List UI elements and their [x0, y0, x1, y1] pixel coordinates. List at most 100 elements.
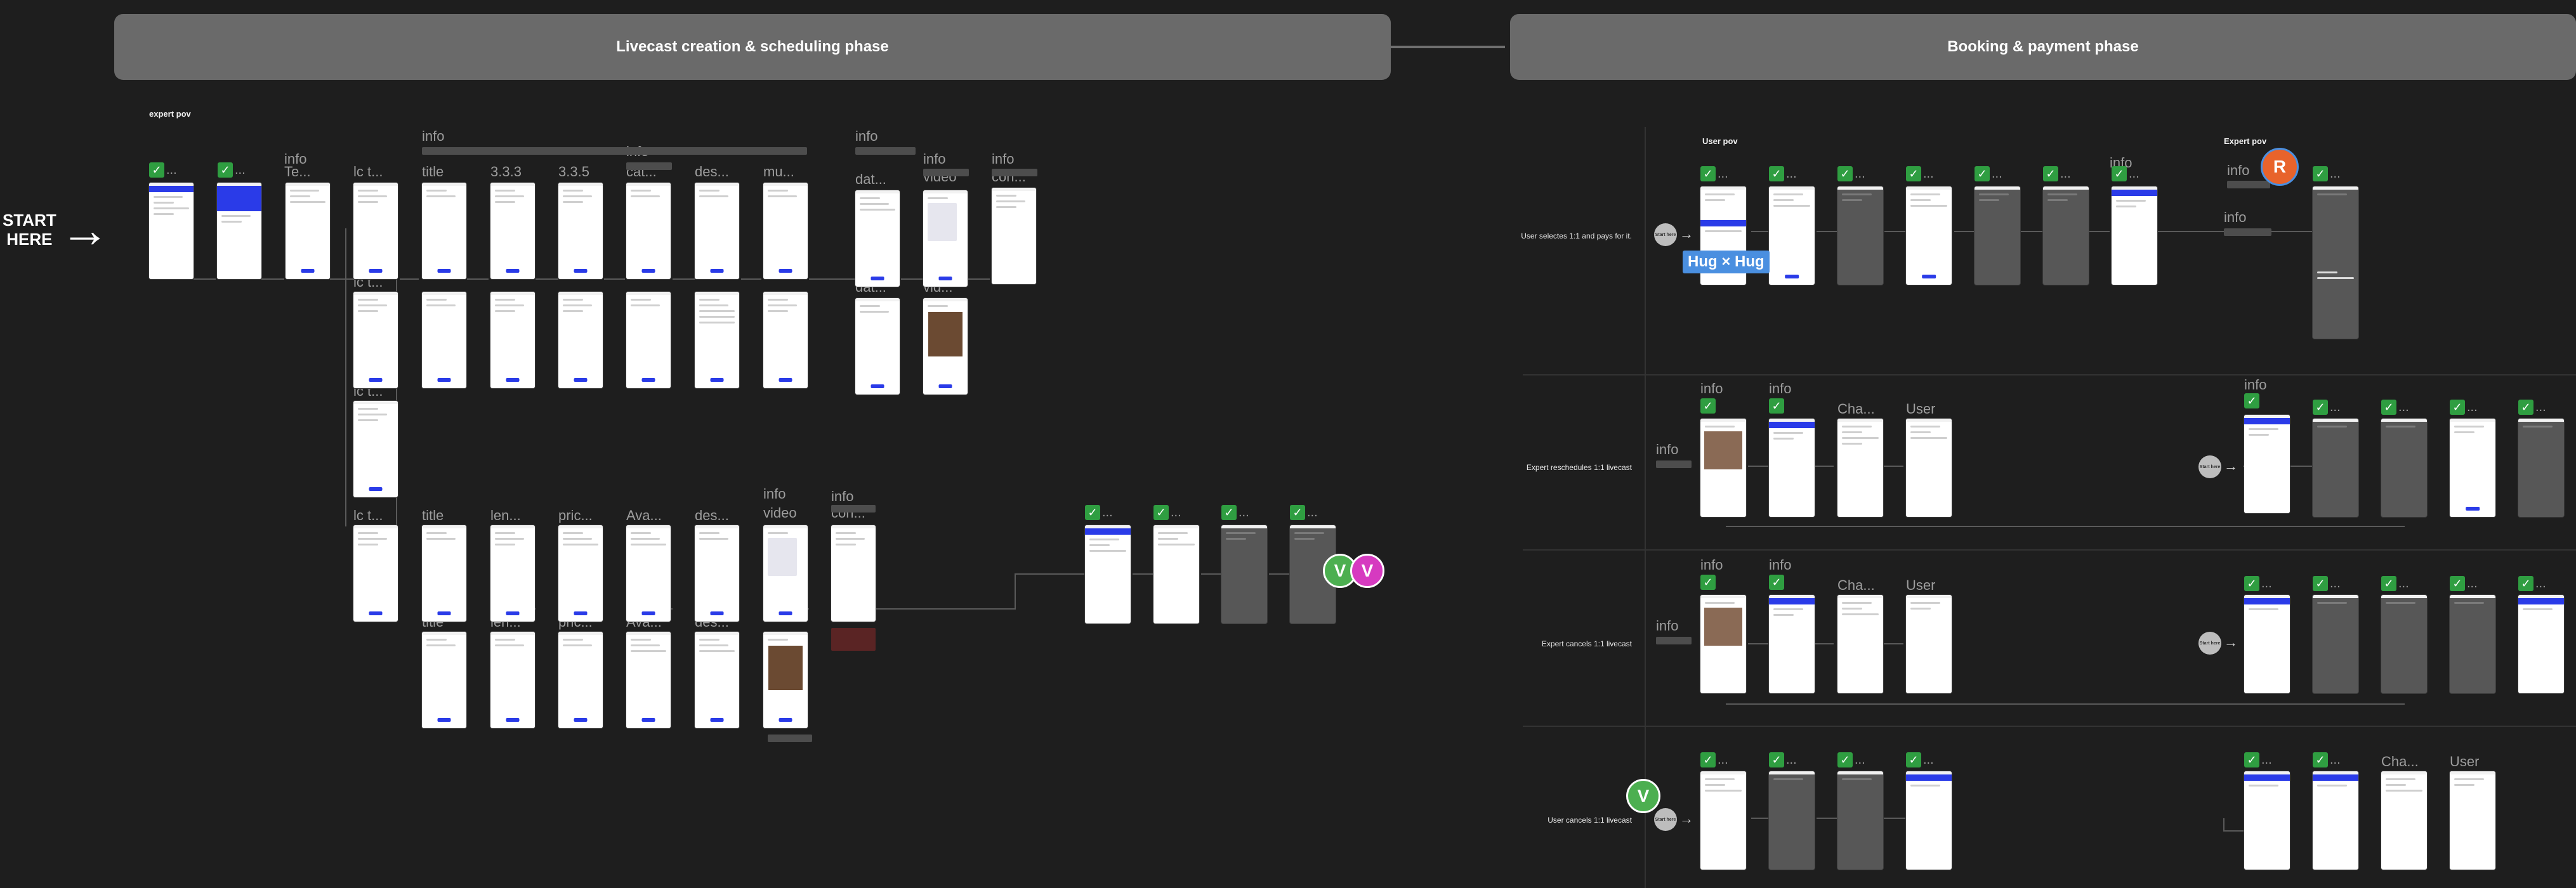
- phone-frame[interactable]: [2313, 771, 2358, 870]
- approved-check: ✓...: [1906, 166, 1934, 181]
- check-icon: ✓: [2244, 576, 2259, 591]
- phone-frame[interactable]: [2313, 595, 2358, 693]
- phone-frame[interactable]: [2518, 595, 2564, 693]
- frame-title: ...: [2330, 752, 2341, 767]
- phone-frame[interactable]: [695, 183, 739, 279]
- frame-title: info: [763, 486, 786, 502]
- approved-check: ✓...: [1837, 166, 1865, 181]
- start-node[interactable]: Start here: [1654, 808, 1693, 831]
- phone-frame[interactable]: [1906, 419, 1952, 517]
- collaborator-avatar[interactable]: V: [1626, 779, 1660, 813]
- frame-title: info: [1700, 557, 1723, 573]
- phone-frame[interactable]: [490, 525, 535, 622]
- frame-title: ...: [2261, 752, 2272, 767]
- phone-frame[interactable]: [2450, 595, 2495, 693]
- phone-frame[interactable]: [2112, 186, 2157, 285]
- phone-frame[interactable]: [2450, 419, 2495, 517]
- phone-frame[interactable]: [695, 525, 739, 622]
- approved-check: ✓...: [2043, 166, 2071, 181]
- phase-bar-creation[interactable]: Livecast creation & scheduling phase: [114, 14, 1391, 80]
- frame-title: lc t...: [353, 164, 383, 180]
- phone-frame[interactable]: [422, 525, 466, 622]
- phone-frame[interactable]: [2244, 415, 2290, 513]
- phone-frame[interactable]: [2381, 419, 2427, 517]
- start-node[interactable]: Start here: [2198, 632, 2238, 655]
- phone-frame[interactable]: [2244, 595, 2290, 693]
- phone-frame[interactable]: [1975, 186, 2020, 285]
- phone-frame[interactable]: [2381, 771, 2427, 870]
- phone-frame[interactable]: [2381, 595, 2427, 693]
- phone-frame[interactable]: [763, 632, 808, 728]
- phone-frame[interactable]: [1769, 186, 1815, 285]
- phone-frame[interactable]: [2043, 186, 2089, 285]
- phone-frame[interactable]: [422, 183, 466, 279]
- phone-frame[interactable]: [217, 183, 261, 279]
- phone-frame[interactable]: [353, 292, 398, 388]
- phone-frame[interactable]: [1906, 595, 1952, 693]
- phone-frame[interactable]: [558, 632, 603, 728]
- check-icon: ✓: [1700, 166, 1716, 181]
- phone-frame[interactable]: [1700, 419, 1746, 517]
- phone-frame[interactable]: [763, 292, 808, 388]
- phone-frame[interactable]: [1769, 595, 1815, 693]
- phone-frame[interactable]: [855, 298, 900, 395]
- phone-frame[interactable]: [831, 525, 876, 622]
- start-node[interactable]: Start here: [2198, 455, 2238, 478]
- phone-frame[interactable]: [558, 292, 603, 388]
- phone-frame[interactable]: [490, 292, 535, 388]
- phone-frame[interactable]: [558, 183, 603, 279]
- phone-frame[interactable]: [2313, 186, 2358, 339]
- phone-frame[interactable]: [149, 183, 194, 279]
- phone-frame[interactable]: [626, 183, 671, 279]
- phone-frame[interactable]: [353, 401, 398, 497]
- phone-frame[interactable]: [1837, 419, 1883, 517]
- phone-frame[interactable]: [422, 292, 466, 388]
- phone-frame[interactable]: [855, 190, 900, 287]
- phone-frame[interactable]: [1837, 186, 1883, 285]
- collaborator-avatar[interactable]: R: [2261, 148, 2299, 186]
- phone-frame[interactable]: [1906, 771, 1952, 870]
- phone-frame[interactable]: [763, 183, 808, 279]
- approved-check: ✓...: [2313, 166, 2341, 181]
- phone-frame[interactable]: [1837, 595, 1883, 693]
- phone-frame[interactable]: [1700, 771, 1746, 870]
- phone-frame[interactable]: [1153, 525, 1199, 624]
- start-node[interactable]: Start here: [1654, 223, 1693, 246]
- phone-frame[interactable]: [2518, 419, 2564, 517]
- phone-frame[interactable]: [2313, 419, 2358, 517]
- phone-frame[interactable]: [1085, 525, 1131, 624]
- phone-frame[interactable]: [695, 632, 739, 728]
- check-icon: ✓: [1700, 575, 1716, 590]
- phone-frame[interactable]: [490, 632, 535, 728]
- phone-frame[interactable]: [558, 525, 603, 622]
- phone-frame[interactable]: [353, 525, 398, 622]
- phone-frame[interactable]: [2244, 771, 2290, 870]
- phone-frame[interactable]: [286, 183, 330, 279]
- phone-frame[interactable]: [353, 183, 398, 279]
- phone-frame[interactable]: [1837, 771, 1883, 870]
- phone-frame[interactable]: [626, 292, 671, 388]
- phone-frame[interactable]: [2450, 771, 2495, 870]
- phone-frame[interactable]: [695, 292, 739, 388]
- phone-frame[interactable]: [1769, 771, 1815, 870]
- annotation-note: [1656, 637, 1692, 644]
- phone-frame[interactable]: [763, 525, 808, 622]
- phone-frame[interactable]: [1906, 186, 1952, 285]
- phone-frame[interactable]: [923, 298, 968, 395]
- phone-frame[interactable]: [1221, 525, 1267, 624]
- phase-bar-booking[interactable]: Booking & payment phase: [1510, 14, 2576, 80]
- phone-frame[interactable]: [626, 632, 671, 728]
- phone-frame[interactable]: [490, 183, 535, 279]
- phone-frame[interactable]: [1769, 419, 1815, 517]
- phone-frame[interactable]: [626, 525, 671, 622]
- phone-frame[interactable]: [422, 632, 466, 728]
- phone-frame[interactable]: [1700, 595, 1746, 693]
- phone-frame[interactable]: [992, 188, 1036, 284]
- frame-title: ...: [1307, 505, 1318, 519]
- frame-title: ...: [1102, 505, 1113, 519]
- divider-row: [1523, 726, 2576, 727]
- collaborator-avatar[interactable]: V: [1350, 554, 1384, 588]
- frame-title: info: [2244, 377, 2267, 393]
- phone-frame[interactable]: [923, 190, 968, 287]
